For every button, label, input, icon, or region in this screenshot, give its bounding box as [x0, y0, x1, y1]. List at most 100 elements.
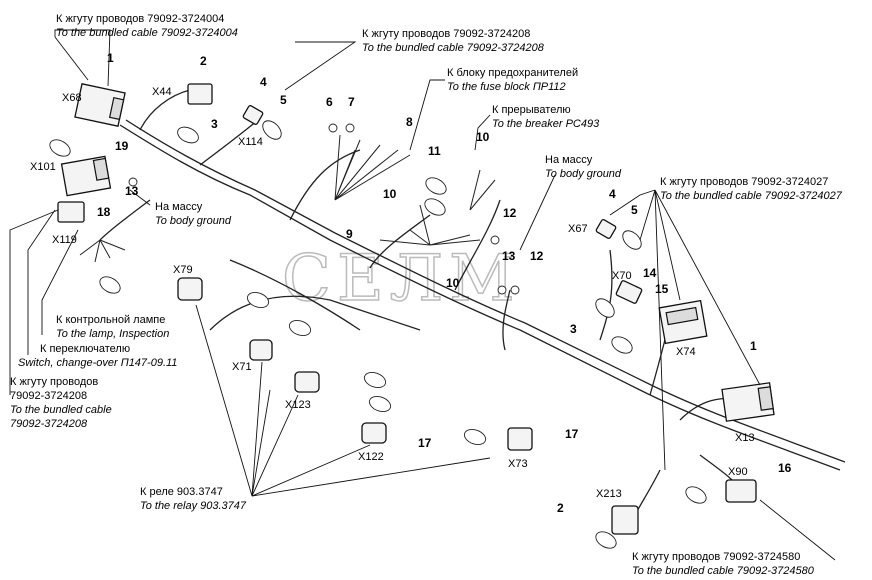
part-number-13: 13 [125, 184, 139, 198]
label-x122: X122 [358, 451, 384, 463]
part-number-5: 5 [631, 203, 638, 217]
callout-ru: На массу [155, 201, 203, 213]
label-x70: X70 [612, 270, 632, 282]
watermark: СЕЛМ [282, 242, 521, 316]
part-number-2: 2 [557, 501, 564, 515]
part-number-8: 8 [406, 115, 413, 129]
part-number-4: 4 [609, 187, 616, 201]
callout-ground-right: На массу To body ground [545, 154, 622, 180]
connector-labels: X68 X44 X101 X119 X114 X79 X71 X123 X122… [30, 86, 755, 500]
connector-x213 [611, 505, 639, 535]
label-x71: X71 [232, 361, 252, 373]
part-numbers: 1 1 2 2 3 3 4 4 5 5 6 7 8 9 10 10 10 11 … [97, 51, 792, 515]
callout-ground-left: На массу To body ground [155, 201, 232, 227]
part-number-6: 6 [326, 95, 333, 109]
part-number-9: 9 [346, 227, 353, 241]
callout-en: To the bundled cable [10, 404, 112, 416]
callout-top-cable: К жгуту проводов 79092-3724208 To the bu… [362, 28, 545, 54]
connector-x73 [507, 427, 533, 451]
connector-x123 [294, 371, 320, 393]
callout-ru: К жгуту проводов [10, 376, 98, 388]
connector-x68 [74, 83, 126, 127]
part-number-16: 16 [778, 461, 792, 475]
callout-en: To body ground [155, 215, 232, 227]
part-number-18: 18 [97, 205, 111, 219]
label-x67: X67 [568, 223, 588, 235]
part-number-11: 11 [428, 144, 441, 158]
part-number-10: 10 [383, 187, 397, 201]
part-number-17: 17 [418, 436, 432, 450]
callout-en-line2: 79092-3724208 [10, 418, 88, 430]
part-number-13: 13 [502, 249, 516, 263]
terminal-lugs [49, 120, 707, 549]
connector-x71 [249, 339, 273, 361]
connector-x13 [721, 382, 775, 422]
connector-x67 [595, 219, 617, 239]
connector-x74 [658, 299, 708, 345]
callout-ru-line2: 79092-3724208 [10, 390, 87, 402]
callout-en: To the bundled cable 79092-3724580 [632, 565, 815, 577]
label-x73: X73 [508, 458, 528, 470]
callout-ru: К переключателю [40, 343, 130, 355]
part-number-4: 4 [260, 75, 267, 89]
callout-en: To the lamp, Inspection [56, 328, 169, 340]
part-number-5: 5 [280, 93, 287, 107]
label-x44: X44 [152, 86, 172, 98]
callout-en: Switch, change-over П147-09.11 [18, 357, 177, 369]
callout-en: To the bundled cable 79092-3724208 [362, 42, 545, 54]
part-number-19: 19 [115, 139, 129, 153]
callout-breaker: К прерывателю To the breaker PC493 [492, 104, 600, 130]
label-x13: X13 [735, 432, 755, 444]
label-x114: X114 [238, 136, 263, 148]
callout-en: To the bundled cable 79092-3724027 [660, 190, 843, 202]
part-number-1: 1 [107, 51, 114, 65]
connector-x79 [177, 277, 203, 301]
callout-en: To body ground [545, 168, 622, 180]
part-number-14: 14 [643, 266, 657, 280]
callout-fuse-block: К блоку предохранителей To the fuse bloc… [447, 67, 578, 93]
connector-x90 [725, 479, 757, 503]
leader-lines [9, 29, 836, 561]
callout-bottom-cable: К жгуту проводов 79092-3724580 To the bu… [632, 551, 815, 577]
callout-x68-cable: К жгуту проводов 79092-3724004 To the bu… [56, 13, 238, 39]
callout-ru: К блоку предохранителей [447, 67, 578, 79]
callout-ru: К жгуту проводов 79092-3724208 [362, 28, 530, 40]
label-x90: X90 [728, 466, 748, 478]
part-number-3: 3 [570, 322, 577, 336]
part-number-12: 12 [530, 249, 544, 263]
label-x119: X119 [52, 234, 77, 246]
callout-ru: К жгуту проводов 79092-3724027 [660, 176, 828, 188]
label-x213: X213 [596, 488, 622, 500]
callout-ru: К жгуту проводов 79092-3724004 [56, 13, 224, 25]
part-number-3: 3 [211, 117, 218, 131]
callout-lamp: К контрольной лампе To the lamp, Inspect… [56, 314, 169, 340]
callout-ru: На массу [545, 154, 593, 166]
callout-ru: К реле 903.3747 [140, 486, 223, 498]
callout-en: To the relay 903.3747 [140, 500, 247, 512]
part-number-10: 10 [476, 130, 490, 144]
callout-en: To the fuse block ПР112 [447, 81, 566, 93]
part-number-15: 15 [655, 282, 669, 296]
callout-ru: К жгуту проводов 79092-3724580 [632, 551, 800, 563]
part-number-17: 17 [565, 427, 579, 441]
callout-en: To the breaker PC493 [492, 118, 600, 130]
connector-x114 [242, 105, 264, 125]
connector-x44 [187, 83, 213, 105]
connector-x119 [57, 201, 85, 223]
callout-relay: К реле 903.3747 To the relay 903.3747 [140, 486, 247, 512]
label-x101: X101 [30, 161, 56, 173]
part-number-10: 10 [446, 276, 460, 290]
label-x74: X74 [676, 346, 696, 358]
connector-x101 [60, 155, 112, 197]
part-number-1: 1 [750, 339, 757, 353]
part-number-7: 7 [348, 95, 355, 109]
part-number-2: 2 [200, 54, 207, 68]
label-x79: X79 [173, 264, 193, 276]
callout-right-cable: К жгуту проводов 79092-3724027 To the bu… [660, 176, 843, 202]
connector-x70 [615, 280, 643, 304]
part-number-12: 12 [503, 206, 517, 220]
connector-x122 [361, 422, 387, 444]
label-x123: X123 [285, 399, 311, 411]
callout-left-cable: К жгуту проводов 79092-3724208 To the bu… [10, 376, 112, 430]
